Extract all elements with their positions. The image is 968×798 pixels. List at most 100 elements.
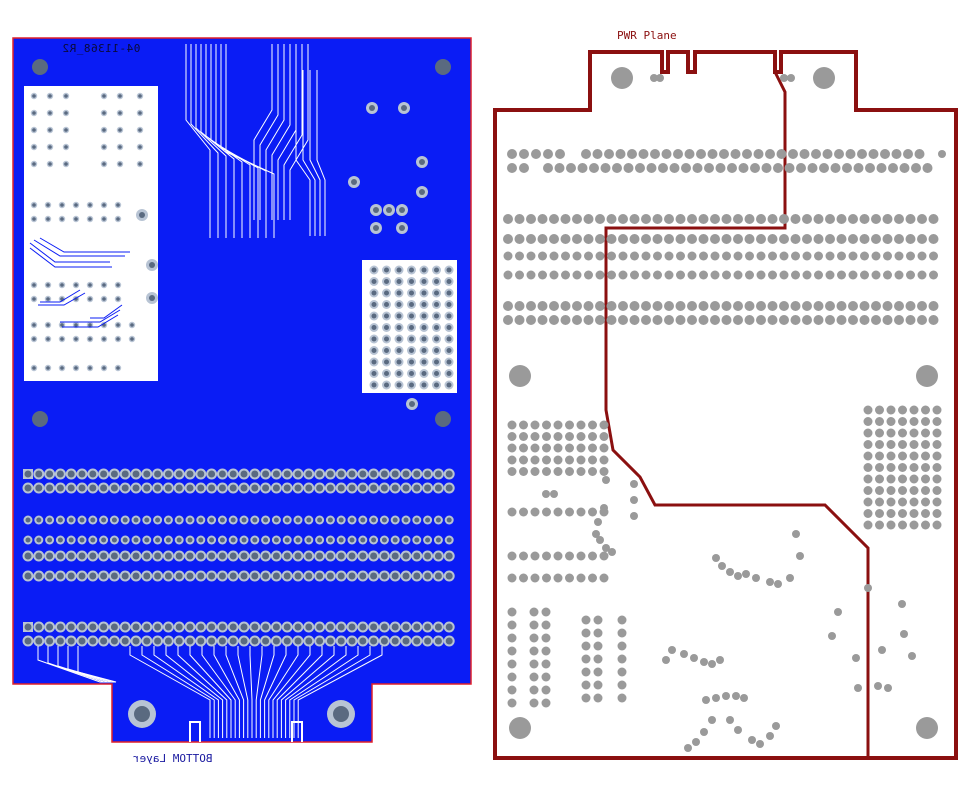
pin-drill <box>46 637 54 645</box>
plane-pad <box>871 214 881 224</box>
plane-pad <box>542 443 551 453</box>
fanout-trace <box>67 646 113 683</box>
comp-via-drill <box>102 203 106 207</box>
pin-drill <box>208 484 216 492</box>
plane-pad <box>550 490 558 498</box>
pin-drill <box>67 572 75 580</box>
pin-drill <box>305 572 313 580</box>
pin-drill <box>338 537 344 543</box>
plane-pad <box>560 234 571 244</box>
plane-pad <box>638 149 649 159</box>
pin-drill <box>349 537 355 543</box>
comp-via-drill <box>32 366 36 370</box>
comp-via-drill <box>116 337 120 341</box>
pin-drill <box>445 552 453 560</box>
plane-pad <box>922 163 933 173</box>
plane-pad <box>581 680 591 690</box>
plane-pad <box>581 693 591 703</box>
pin-drill <box>176 517 182 523</box>
plane-pad <box>537 301 548 311</box>
plane-pad <box>617 628 627 638</box>
bga-drill <box>384 290 389 296</box>
plane-pad <box>886 497 896 507</box>
plane-pad <box>641 234 651 244</box>
plane-pad <box>745 270 754 280</box>
fanout-trace <box>280 646 335 738</box>
pin-drill <box>100 623 108 631</box>
plane-pad <box>825 315 835 325</box>
plane-pad <box>790 315 801 325</box>
comp-via-drill <box>74 337 78 341</box>
plane-pad <box>863 405 873 415</box>
pin-drill <box>208 470 216 478</box>
plane-pad <box>744 301 755 311</box>
plane-pad <box>599 443 609 453</box>
plane-pad <box>745 251 754 261</box>
plane-pad <box>519 455 528 465</box>
plane-pad <box>909 451 919 461</box>
pin-drill <box>175 552 183 560</box>
plane-pad <box>503 301 513 311</box>
plane-pad <box>664 315 674 325</box>
pin-drill <box>392 517 398 523</box>
plane-pad <box>921 497 930 507</box>
plane-pad <box>779 315 789 325</box>
pin-drill <box>79 537 85 543</box>
plane-pad <box>756 251 766 261</box>
plane-pad <box>661 149 672 159</box>
plane-pad <box>733 214 743 224</box>
plane-pad <box>863 440 873 449</box>
pin-drill <box>434 484 442 492</box>
plane-pad <box>519 163 529 173</box>
plane-pad <box>792 530 800 538</box>
bga-drill <box>446 359 452 365</box>
comp-via-drill <box>46 366 50 370</box>
fanout-trace <box>153 646 219 738</box>
plane-pad <box>848 270 858 280</box>
plane-pad <box>698 234 709 244</box>
plane-pad <box>560 214 571 224</box>
plane-pad <box>561 270 570 280</box>
bga-drill <box>371 348 377 353</box>
plane-pad <box>602 544 610 552</box>
plane-pad <box>652 214 663 224</box>
plane-pad <box>905 315 916 325</box>
plane-pad <box>744 315 755 325</box>
plane-pad <box>921 474 930 484</box>
plane-pad <box>529 607 539 617</box>
comp-via-drill <box>130 337 134 341</box>
pin-drill <box>24 623 32 631</box>
plane-pad <box>906 270 915 280</box>
pin-drill <box>35 470 43 478</box>
plane-pad <box>909 509 919 518</box>
plane-pad <box>722 251 731 261</box>
plane-pad <box>576 467 586 476</box>
plane-pad <box>898 474 907 484</box>
via-drill <box>373 225 379 231</box>
plane-pad <box>710 301 720 311</box>
comp-via-drill <box>32 145 36 149</box>
comp-via-drill <box>88 366 92 370</box>
plane-pad <box>767 214 778 224</box>
plane-pad <box>721 301 732 311</box>
plane-pad <box>909 428 919 438</box>
plane-pad <box>876 163 887 173</box>
plane-pad <box>932 509 942 518</box>
plane-pad <box>848 234 858 244</box>
comp-via-drill <box>74 366 78 370</box>
plane-pad <box>531 149 541 159</box>
plane-pad <box>593 693 603 703</box>
pin-drill <box>262 572 270 580</box>
plane-pad <box>618 214 628 224</box>
plane-pad <box>507 659 517 669</box>
plane-pad <box>629 214 640 224</box>
pin-drill <box>208 572 216 580</box>
plane-pad <box>932 463 942 472</box>
pin-drill <box>132 470 140 478</box>
bga-drill <box>396 302 402 307</box>
plane-pad <box>652 301 663 311</box>
signal-trace <box>265 44 285 220</box>
plane-pad <box>860 270 869 280</box>
plane-pad <box>905 234 916 244</box>
plane-pad <box>549 214 559 224</box>
